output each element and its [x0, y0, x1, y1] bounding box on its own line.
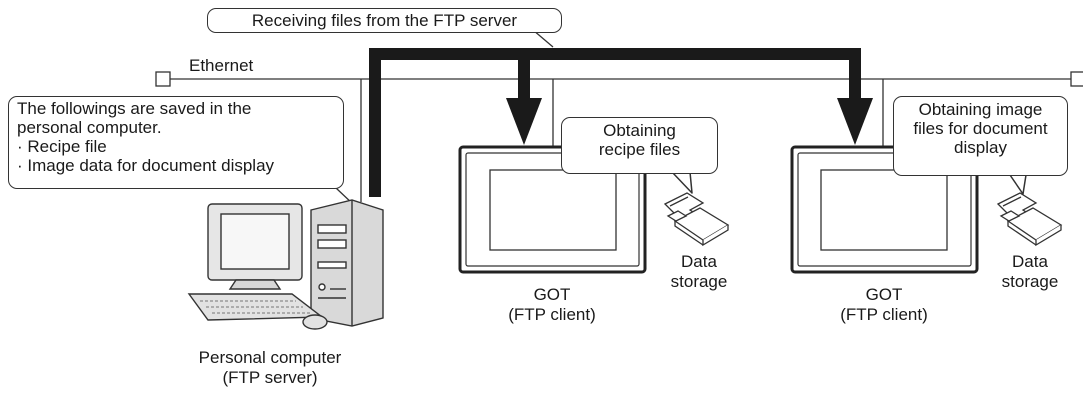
got1-callout: Obtaining recipe files [561, 117, 718, 174]
file-transfer-path [369, 48, 873, 197]
personal-computer-icon [187, 199, 384, 330]
ethernet-label: Ethernet [189, 56, 254, 75]
callout-tail [671, 171, 693, 194]
data-storage-icon [663, 192, 730, 247]
pc-note-line1: The followings are saved in the [17, 99, 252, 118]
arrow-down-icon [837, 98, 873, 145]
got1-storage-line1: Data [681, 252, 717, 271]
callout-tail [1009, 174, 1027, 195]
got2-callout: Obtaining image files for document displ… [893, 96, 1068, 176]
pc-label: Personal computer (FTP server) [160, 348, 380, 388]
got2-label-line2: (FTP client) [840, 305, 928, 324]
got1-label: GOT (FTP client) [472, 285, 632, 325]
got2-callout-line2: files for document [913, 119, 1048, 138]
got-panel-icon [790, 145, 979, 274]
got2-callout-line3: display [954, 138, 1007, 157]
data-storage-icon [996, 192, 1063, 247]
pc-label-line1: Personal computer [198, 348, 342, 367]
got2-label: GOT (FTP client) [804, 285, 964, 325]
got-panel-icon [458, 145, 647, 274]
got1-storage-label: Data storage [654, 252, 744, 292]
pc-label-line2: (FTP server) [222, 368, 318, 387]
got1-callout-line2: recipe files [598, 140, 681, 159]
pc-note-line2: personal computer. [17, 118, 162, 137]
got1-callout-line1: Obtaining [603, 121, 676, 140]
got2-callout-line1: Obtaining image [918, 100, 1043, 119]
got2-storage-line1: Data [1012, 252, 1048, 271]
arrow-down-icon [506, 98, 542, 145]
top-label: Receiving files from the FTP server [207, 8, 562, 33]
got2-storage-line2: storage [1001, 272, 1059, 291]
pc-note-item2: · Image data for document display [17, 156, 275, 175]
got1-label-line2: (FTP client) [508, 305, 596, 324]
got1-label-line1: GOT [533, 285, 571, 304]
got1-storage-line2: storage [670, 272, 728, 291]
got2-label-line1: GOT [865, 285, 903, 304]
top-label-text: Receiving files from the FTP server [251, 11, 518, 30]
pc-note-item1: · Recipe file [17, 137, 107, 156]
got2-storage-label: Data storage [985, 252, 1075, 292]
ethernet-line [155, 71, 1083, 87]
pc-note: The followings are saved in the personal… [8, 96, 344, 189]
